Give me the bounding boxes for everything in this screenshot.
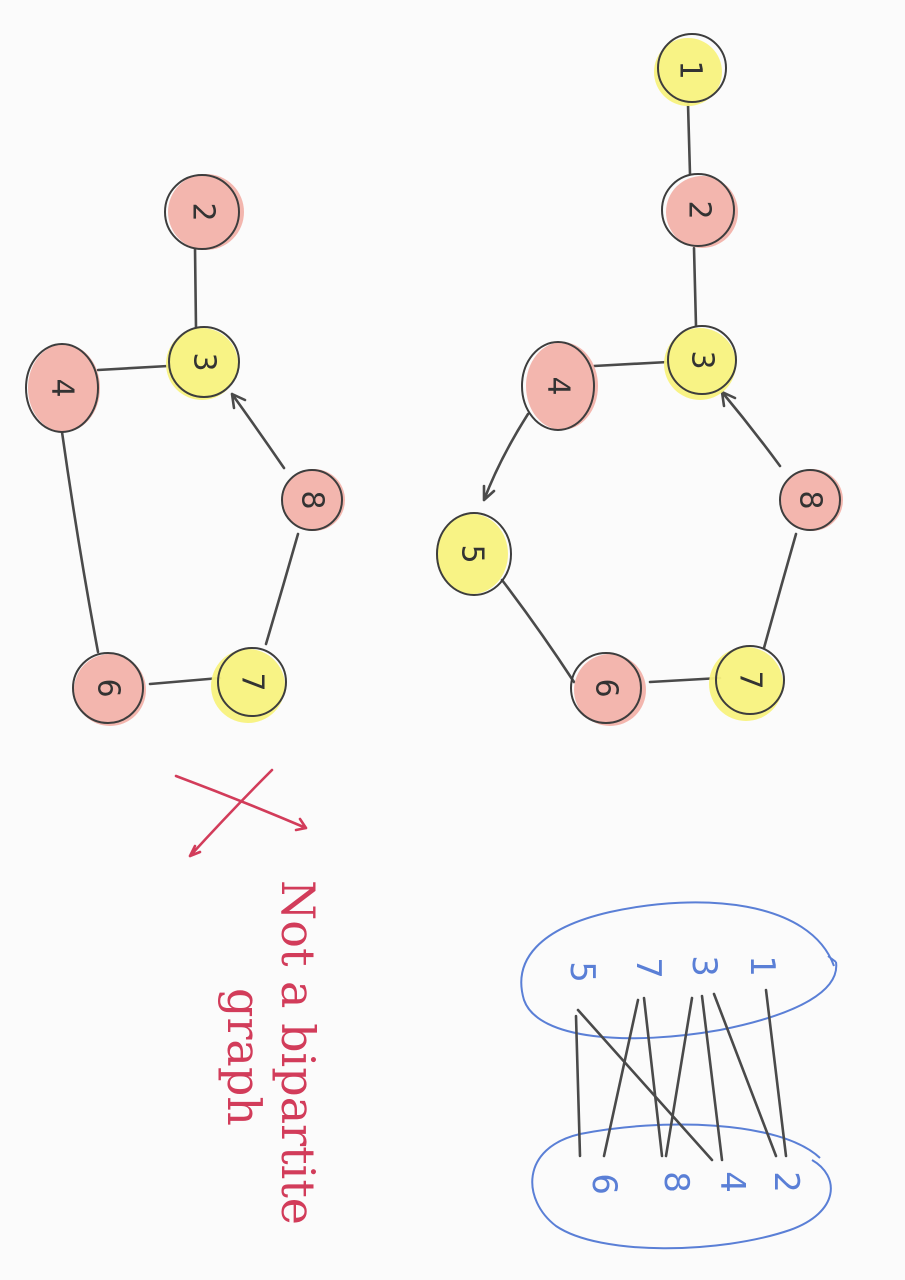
bi-edge-7-6 — [602, 998, 640, 1158]
node-label: 8 — [295, 490, 330, 509]
edge-left-6-7 — [148, 676, 222, 686]
edge-right-2-3 — [692, 246, 698, 328]
node-right-8: 8 — [779, 469, 843, 531]
cross-mark-icon — [174, 768, 308, 858]
graph-right: 1 2 3 4 8 5 6 — [436, 33, 843, 726]
node-ring — [164, 174, 240, 250]
edge-right-7-8 — [762, 532, 798, 650]
edge-right-5-6 — [500, 578, 576, 684]
bi-edge-5-4 — [576, 1008, 714, 1162]
node-fill — [436, 514, 508, 594]
node-right-1: 1 — [654, 33, 727, 106]
edge-left-4-6 — [60, 430, 100, 654]
node-fill — [526, 342, 598, 430]
node-ring — [217, 647, 287, 717]
node-ring — [168, 326, 240, 398]
node-right-7: 7 — [709, 645, 785, 721]
node-fill — [283, 469, 345, 531]
node-ring — [661, 173, 735, 247]
bipartite-edges — [574, 988, 788, 1162]
node-label: 7 — [235, 672, 270, 691]
node-ring — [521, 341, 595, 431]
node-fill — [664, 328, 736, 400]
set-b-ellipse — [531, 1123, 832, 1250]
node-label: 3 — [685, 350, 720, 369]
node-right-4: 4 — [521, 341, 598, 431]
node-label: 8 — [793, 490, 828, 509]
bi-edge-3-8 — [664, 996, 694, 1158]
bi-edge-3-4 — [700, 994, 724, 1162]
note-line-2: graph — [217, 988, 271, 1126]
edge-right-3-4 — [592, 360, 670, 368]
set-b-label-8: 8 — [656, 1171, 696, 1193]
node-fill — [211, 649, 285, 723]
set-b-label-6: 6 — [584, 1173, 624, 1195]
edge-right-3-8 — [720, 390, 782, 468]
bi-edge-7-8 — [642, 996, 664, 1158]
node-ring — [436, 512, 512, 596]
node-label: 4 — [45, 378, 80, 397]
node-right-2: 2 — [661, 173, 738, 248]
set-a-ellipse — [520, 901, 838, 1040]
edge-right-4-5 — [482, 412, 530, 502]
node-label: 3 — [187, 352, 222, 371]
set-a-label-3: 3 — [684, 955, 724, 977]
edge-left-3-8 — [230, 392, 286, 470]
node-fill — [166, 328, 238, 400]
node-left-8: 8 — [281, 469, 345, 531]
node-label: 2 — [186, 202, 221, 221]
bi-edge-5-6 — [574, 1014, 582, 1158]
node-left-6: 6 — [72, 652, 146, 726]
node-label: 6 — [589, 678, 624, 697]
edge-left-2-3 — [193, 246, 198, 330]
note-line-1: Not a bipartite — [271, 880, 325, 1225]
node-ring — [715, 645, 785, 715]
node-label: 1 — [673, 60, 708, 79]
node-ring — [779, 469, 841, 531]
node-fill — [168, 174, 244, 250]
node-fill — [574, 654, 646, 726]
edge-right-1-2 — [686, 102, 692, 176]
not-bipartite-note: Not a bipartite graph — [174, 768, 325, 1225]
node-left-3: 3 — [166, 326, 240, 400]
node-ring — [25, 343, 99, 433]
set-a-label-5: 5 — [562, 961, 602, 983]
node-ring — [570, 652, 642, 724]
node-fill — [781, 469, 843, 531]
node-label: 6 — [91, 678, 126, 697]
graph-left: 2 3 4 8 6 7 — [25, 174, 345, 726]
node-label: 2 — [682, 200, 717, 219]
node-ring — [667, 325, 737, 395]
set-a-label-1: 1 — [742, 955, 782, 977]
node-left-2: 2 — [164, 174, 244, 250]
node-ring — [281, 469, 343, 531]
bi-edge-3-2 — [712, 992, 778, 1158]
node-fill — [654, 38, 722, 106]
node-ring — [657, 33, 727, 103]
node-label: 5 — [455, 544, 490, 563]
node-fill — [28, 344, 100, 432]
edge-right-6-7 — [648, 676, 722, 684]
node-left-4: 4 — [25, 343, 100, 433]
node-right-3: 3 — [664, 325, 737, 400]
node-fill — [709, 647, 783, 721]
node-label: 4 — [541, 376, 576, 395]
set-b-label-4: 4 — [712, 1171, 752, 1193]
node-right-5: 5 — [436, 512, 512, 596]
node-label: 7 — [733, 670, 768, 689]
bi-edge-1-2 — [764, 988, 788, 1158]
set-a-label-7: 7 — [628, 957, 668, 979]
bipartite-partition: 1 3 7 5 2 4 8 6 — [520, 901, 838, 1250]
node-ring — [72, 652, 144, 724]
edge-left-7-8 — [264, 532, 300, 646]
edge-left-3-4 — [96, 364, 170, 372]
node-left-7: 7 — [211, 647, 287, 723]
node-right-6: 6 — [570, 652, 646, 726]
node-fill — [666, 176, 738, 248]
node-fill — [74, 654, 146, 726]
set-b-label-2: 2 — [766, 1171, 806, 1193]
